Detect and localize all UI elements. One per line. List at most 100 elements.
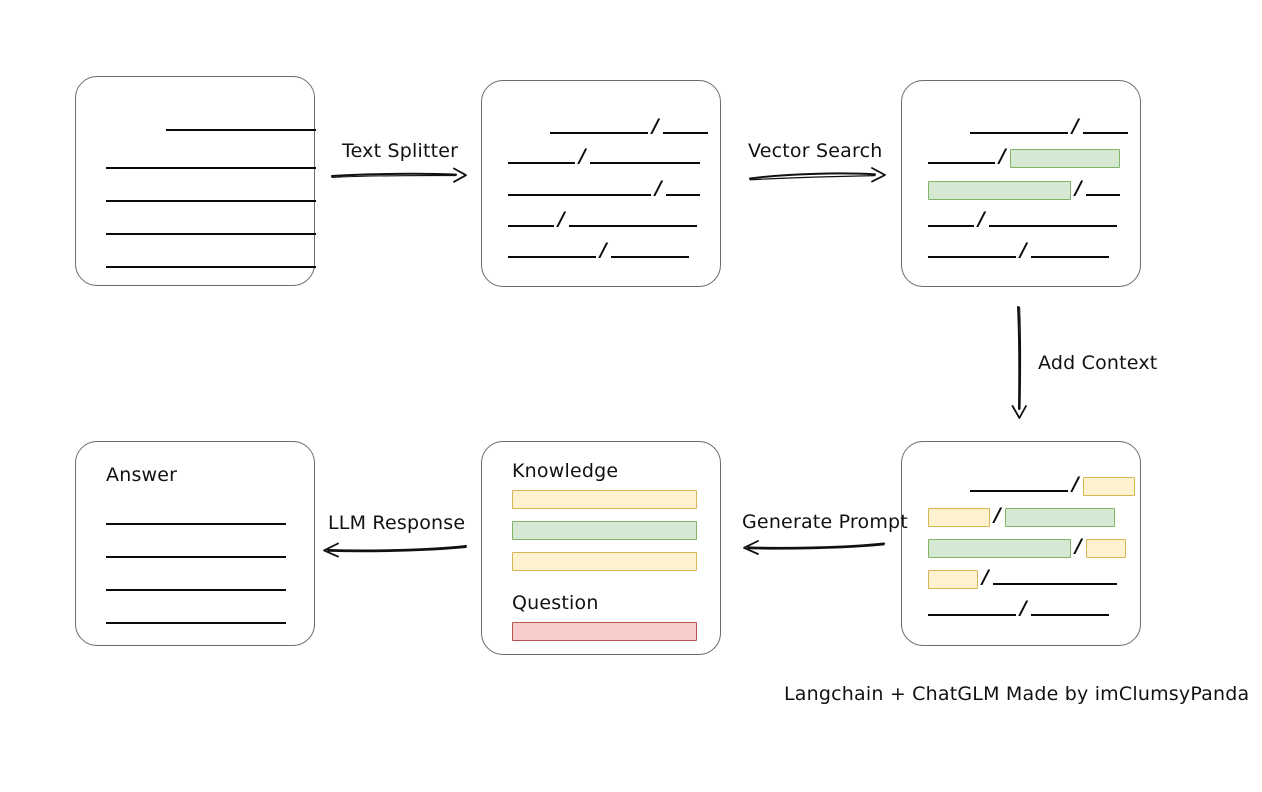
node-context-added-chunks[interactable]: / / / / / bbox=[901, 441, 1141, 646]
edge-add-context: Add Context bbox=[1000, 305, 1160, 420]
node-source-document[interactable] bbox=[75, 76, 316, 286]
footer-caption: Langchain + ChatGLM Made by imClumsyPand… bbox=[784, 683, 1250, 705]
document-line-row: / bbox=[928, 597, 1109, 619]
edge-vector-search-label: Vector Search bbox=[748, 140, 883, 162]
document-line-row: / bbox=[928, 145, 1120, 168]
chunk-separator-slash: / bbox=[1020, 597, 1027, 619]
document-line-row: / bbox=[928, 535, 1126, 558]
text-line-segment bbox=[665, 194, 700, 196]
node-vector-matched-chunks[interactable]: / / / / / bbox=[901, 80, 1141, 287]
text-line-segment bbox=[508, 225, 554, 227]
document-line-row bbox=[106, 253, 316, 271]
text-line-segment bbox=[589, 162, 700, 164]
text-line-segment bbox=[508, 162, 575, 164]
text-line-segment bbox=[106, 266, 316, 268]
chunk-separator-slash: / bbox=[652, 115, 659, 137]
text-line-segment bbox=[988, 225, 1117, 227]
context-added-chunks-rows: / / / / / bbox=[902, 442, 1140, 645]
split-chunks-rows: / / / / / bbox=[482, 81, 720, 286]
document-line-row: / bbox=[928, 568, 1117, 589]
text-line-segment bbox=[970, 490, 1068, 492]
node-split-chunks[interactable]: / / / / / bbox=[481, 80, 721, 287]
answer-rows bbox=[76, 442, 314, 645]
document-line-row: / bbox=[508, 210, 697, 230]
text-line-segment bbox=[1082, 132, 1128, 134]
edge-text-splitter-label: Text Splitter bbox=[342, 140, 459, 162]
document-line-row: / bbox=[928, 239, 1109, 261]
document-line-row: / bbox=[928, 208, 1117, 230]
text-line-segment bbox=[928, 162, 995, 164]
text-line-segment bbox=[166, 129, 316, 131]
highlight-chip-green bbox=[1009, 148, 1120, 168]
prompt-bar-green bbox=[512, 521, 697, 540]
edge-vector-search: Vector Search bbox=[748, 140, 888, 188]
prompt-bar-red bbox=[512, 622, 697, 641]
document-line-row bbox=[106, 154, 316, 172]
edge-generate-prompt: Generate Prompt bbox=[738, 511, 908, 558]
document-line-row bbox=[106, 187, 316, 205]
text-line-segment bbox=[1030, 256, 1109, 258]
text-line-segment bbox=[508, 194, 651, 196]
text-line-segment bbox=[106, 167, 316, 169]
text-line-segment bbox=[928, 614, 1016, 616]
document-line-row: / bbox=[508, 241, 689, 261]
document-line-row bbox=[106, 609, 286, 627]
highlight-chip-green bbox=[928, 538, 1071, 558]
document-line-row bbox=[106, 220, 316, 238]
text-line-segment bbox=[928, 256, 1016, 258]
vector-matched-chunks-rows: / / / / / bbox=[902, 81, 1140, 286]
edge-text-splitter: Text Splitter bbox=[330, 140, 470, 188]
text-line-segment bbox=[106, 556, 286, 558]
document-line-row: / bbox=[508, 115, 708, 137]
text-line-segment bbox=[508, 256, 596, 258]
document-line-row: / bbox=[928, 115, 1128, 137]
text-line-segment bbox=[106, 233, 316, 235]
text-line-segment bbox=[106, 523, 286, 525]
chunk-separator-slash: / bbox=[1072, 473, 1079, 495]
chunk-separator-slash: / bbox=[978, 208, 985, 230]
text-line-segment bbox=[970, 132, 1068, 134]
text-line-segment bbox=[1085, 194, 1120, 196]
source-document-rows bbox=[76, 77, 316, 285]
chunk-separator-slash: / bbox=[999, 145, 1006, 167]
text-line-segment bbox=[568, 225, 697, 227]
text-line-segment bbox=[610, 256, 689, 258]
highlight-chip-green bbox=[928, 180, 1071, 200]
chunk-separator-slash: / bbox=[1075, 535, 1082, 557]
chunk-separator-slash: / bbox=[1075, 177, 1082, 199]
document-line-row: / bbox=[928, 473, 1135, 496]
edge-add-context-label: Add Context bbox=[1038, 352, 1158, 374]
highlight-chip-green bbox=[1004, 507, 1115, 527]
document-line-row bbox=[106, 116, 316, 134]
text-line-segment bbox=[550, 132, 648, 134]
node-answer[interactable]: Answer bbox=[75, 441, 315, 646]
text-line-segment bbox=[106, 200, 316, 202]
document-line-row: / bbox=[928, 504, 1115, 527]
text-line-segment bbox=[106, 622, 286, 624]
document-line-row bbox=[106, 543, 286, 561]
edge-llm-response: LLM Response bbox=[318, 512, 468, 560]
prompt-section-heading: Knowledge bbox=[512, 460, 619, 482]
highlight-chip-yellow bbox=[928, 569, 978, 589]
edge-llm-response-label: LLM Response bbox=[328, 512, 466, 534]
answer-heading: Answer bbox=[106, 464, 178, 486]
prompt-bar-yellow bbox=[512, 490, 697, 509]
text-line-segment bbox=[928, 225, 974, 227]
document-line-row: / bbox=[508, 177, 700, 199]
chunk-separator-slash: / bbox=[1072, 115, 1079, 137]
highlight-chip-yellow bbox=[1082, 476, 1135, 496]
chunk-separator-slash: / bbox=[1020, 239, 1027, 261]
text-line-segment bbox=[992, 583, 1117, 585]
chunk-separator-slash: / bbox=[655, 177, 662, 199]
document-line-row: / bbox=[928, 177, 1120, 200]
document-line-row bbox=[106, 510, 286, 528]
document-line-row bbox=[106, 576, 286, 594]
highlight-chip-yellow bbox=[1085, 538, 1126, 558]
prompt-bar-yellow bbox=[512, 552, 697, 571]
document-line-row: / bbox=[508, 147, 700, 167]
chunk-separator-slash: / bbox=[994, 504, 1001, 526]
edge-generate-prompt-label: Generate Prompt bbox=[742, 511, 908, 533]
